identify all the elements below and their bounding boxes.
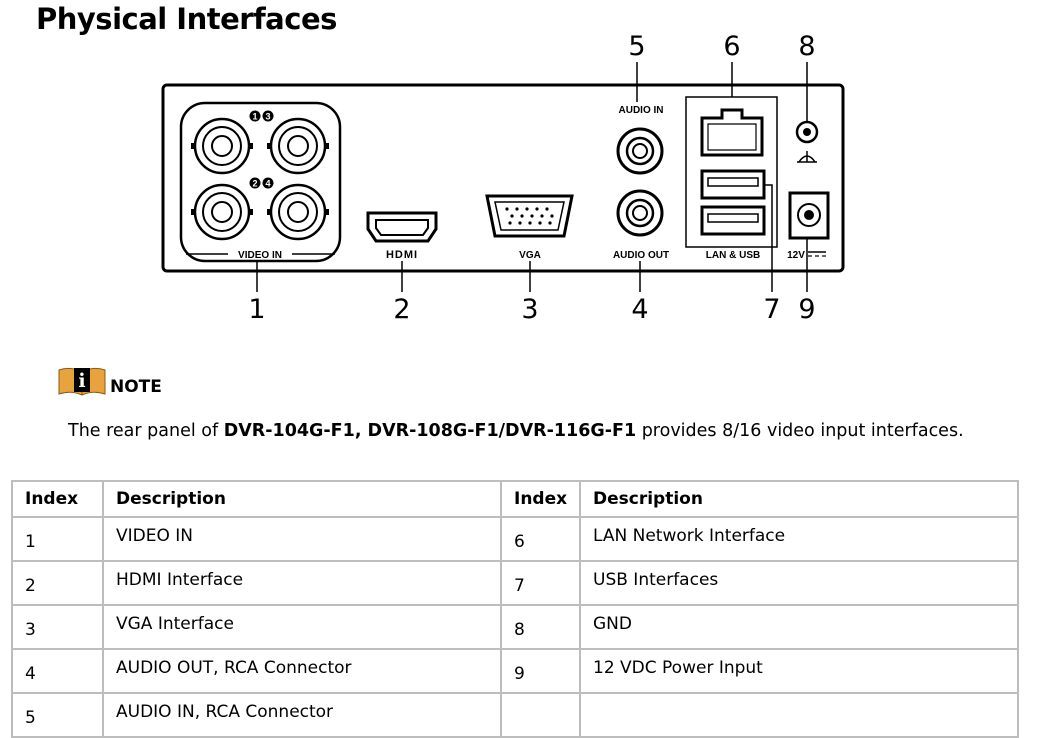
power-jack: 12V [787, 191, 830, 261]
audio-in-label: AUDIO IN [619, 105, 664, 116]
page-title: Physical Interfaces [36, 2, 337, 36]
callout-3: 3 [521, 294, 538, 325]
table-cell: VIDEO IN [102, 516, 502, 562]
table-cell: 3 [11, 604, 104, 650]
callout-6: 6 [723, 31, 740, 62]
table-cell: GND [579, 604, 1019, 650]
callout-5: 5 [628, 31, 645, 62]
table-cell: VGA Interface [102, 604, 502, 650]
note-label: NOTE [110, 377, 162, 397]
table-cell: 6 [500, 516, 581, 562]
table-cell: 9 [500, 648, 581, 694]
bnc-connector-2 [191, 183, 253, 241]
bnc-connector-4 [267, 183, 329, 241]
table-header-row: Index Description Index Description [11, 480, 1019, 518]
video-in-label: VIDEO IN [238, 250, 282, 261]
audio-out-label: AUDIO OUT [613, 250, 669, 261]
table-cell: 7 [500, 560, 581, 606]
table-row: 3 VGA Interface 8 GND [11, 604, 1019, 650]
svg-text:i: i [78, 370, 85, 392]
table-row: 2 HDMI Interface 7 USB Interfaces [11, 560, 1019, 606]
bnc-connector-3 [267, 117, 329, 175]
table-cell: 8 [500, 604, 581, 650]
table-cell: LAN Network Interface [579, 516, 1019, 562]
chassis-outline [161, 83, 845, 273]
table-cell: AUDIO IN, RCA Connector [102, 692, 502, 738]
channel-badge-4: 4 [265, 179, 270, 189]
header-description-2: Description [579, 480, 1019, 518]
note-text-prefix: The rear panel of [68, 421, 224, 441]
table-cell: 1 [11, 516, 104, 562]
table-cell: 5 [11, 692, 104, 738]
callout-1: 1 [248, 294, 265, 325]
table-cell: AUDIO OUT, RCA Connector [102, 648, 502, 694]
table-cell: 12 VDC Power Input [579, 648, 1019, 694]
note-text: The rear panel of DVR-104G-F1, DVR-108G-… [68, 421, 964, 441]
table-cell: 2 [11, 560, 104, 606]
video-in-block: 1 3 2 4 VIDEO IN [179, 101, 342, 263]
audio-in-port: AUDIO IN [616, 105, 664, 175]
callout-8: 8 [798, 31, 815, 62]
audio-out-port: AUDIO OUT [613, 189, 669, 261]
header-index-2: Index [500, 480, 581, 518]
callout-9: 9 [798, 294, 815, 325]
note-models: DVR-104G-F1, DVR-108G-F1/DVR-116G-F1 [223, 421, 637, 441]
rear-panel-diagram: 1 3 2 4 VIDEO IN HDMI VGA AUDIO IN A [161, 31, 845, 325]
table-cell [500, 692, 581, 738]
table-row: 5 AUDIO IN, RCA Connector [11, 692, 1019, 738]
callout-2: 2 [393, 294, 410, 325]
table-cell [579, 692, 1019, 738]
note-book-icon: i [58, 367, 106, 396]
channel-badge-3: 3 [265, 112, 270, 122]
channel-badge-2: 2 [252, 179, 257, 189]
table-row: 4 AUDIO OUT, RCA Connector 9 12 VDC Powe… [11, 648, 1019, 694]
channel-badge-1: 1 [252, 112, 257, 122]
power-label: 12V [787, 250, 805, 261]
table-row: 1 VIDEO IN 6 LAN Network Interface [11, 516, 1019, 562]
callout-4: 4 [631, 294, 648, 325]
callout-7: 7 [763, 294, 780, 325]
bnc-connector-1 [191, 117, 253, 175]
vga-label: VGA [519, 250, 541, 261]
header-index-1: Index [11, 480, 104, 518]
note-text-suffix: provides 8/16 video input interfaces. [636, 421, 964, 441]
vga-port: VGA [485, 194, 574, 261]
table-cell: USB Interfaces [579, 560, 1019, 606]
table-cell: 4 [11, 648, 104, 694]
hdmi-port: HDMI [366, 211, 438, 261]
hdmi-label: HDMI [386, 249, 418, 261]
lan-usb-label: LAN & USB [706, 250, 760, 261]
interfaces-table: Index Description Index Description 1 VI… [11, 480, 1019, 738]
header-description-1: Description [102, 480, 502, 518]
table-cell: HDMI Interface [102, 560, 502, 606]
